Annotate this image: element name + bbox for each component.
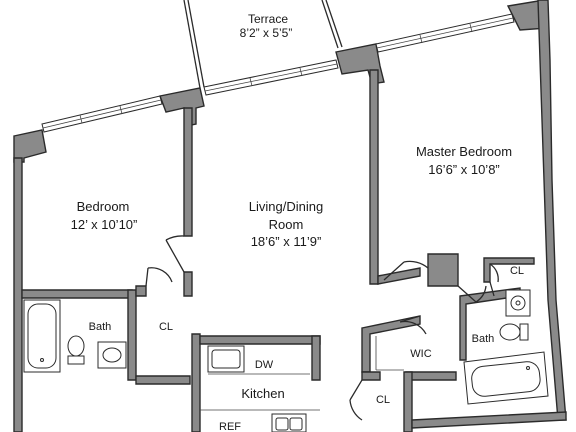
closet-master-label: CL [510, 265, 524, 277]
bath-left-label: Bath [89, 321, 112, 333]
bath-right [463, 289, 549, 405]
doors [145, 235, 499, 421]
interior-walls [21, 69, 567, 432]
kitchen-label: Kitchen [241, 386, 284, 401]
door-bath-right [457, 285, 487, 303]
master-bedroom-label: Master Bedroom [416, 144, 512, 159]
door-master-closet [489, 263, 499, 297]
dishwasher-label: DW [255, 359, 274, 371]
toilet-right [499, 323, 521, 341]
bath-right-label: Bath [472, 333, 495, 345]
living-size: 18’6” x 11’9” [251, 234, 322, 249]
terrace [183, 0, 343, 89]
living-label-room: Room [269, 217, 304, 232]
refrigerator-label: REF [219, 421, 241, 432]
wall-pier-top-left [13, 129, 47, 163]
living-label: Living/Dining [249, 199, 323, 214]
wic-shelf [375, 336, 404, 371]
door-wic [399, 315, 427, 335]
wic-label: WIC [410, 348, 431, 360]
bedroom-label: Bedroom [77, 199, 130, 214]
door-closet-bottom [349, 379, 363, 421]
wall-pier-mid-left [159, 87, 205, 127]
toilet-left [67, 335, 85, 357]
kitchen-fixtures [200, 345, 320, 432]
terrace-size: 8’2” x 5’5” [240, 26, 293, 40]
door-closet-left [145, 267, 173, 287]
closet-left-label: CL [159, 321, 173, 333]
terrace-label: Terrace [248, 12, 288, 26]
closet-bottom-label: CL [376, 394, 390, 406]
bath-left [23, 299, 127, 373]
door-master [383, 260, 429, 281]
door-bedroom [165, 235, 185, 273]
exterior-walls [13, 0, 567, 432]
master-bedroom-size: 16’6” x 10’8” [428, 162, 500, 177]
room-labels: Terrace 8’2” x 5’5” Bedroom 12’ x 10’10”… [71, 12, 524, 432]
bedroom-size: 12’ x 10’10” [71, 217, 138, 232]
column-master [427, 253, 459, 287]
